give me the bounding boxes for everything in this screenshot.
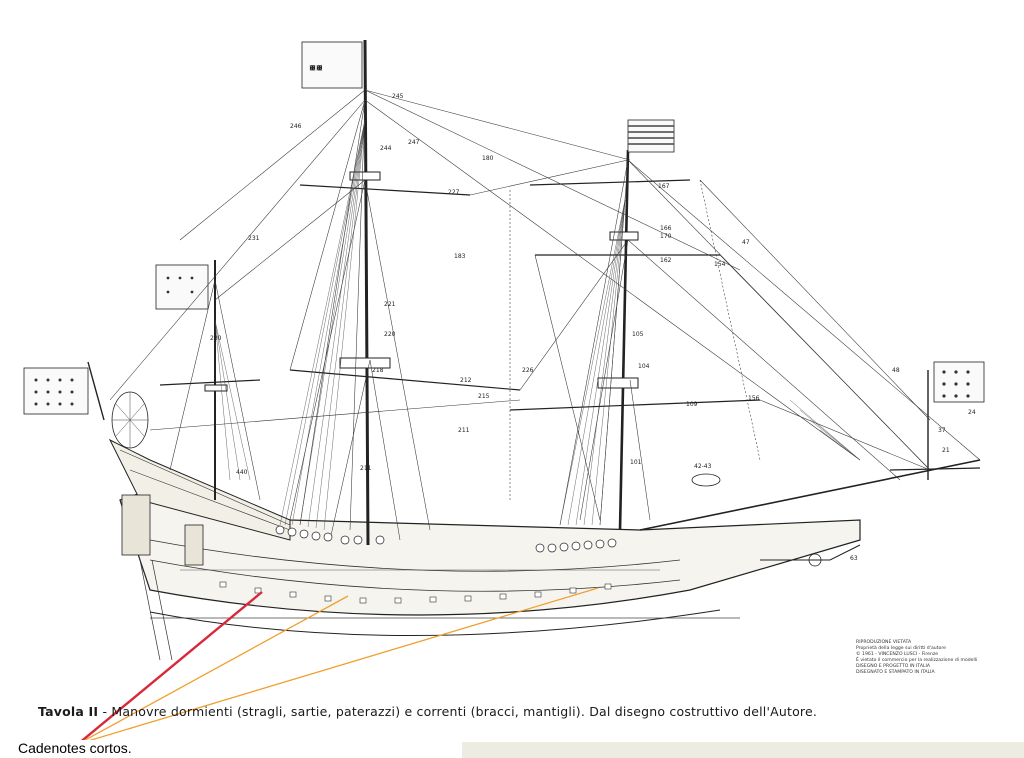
ship-hull bbox=[119, 489, 861, 616]
svg-text:47: 47 bbox=[742, 239, 750, 246]
svg-text:63: 63 bbox=[850, 555, 858, 562]
svg-text:167: 167 bbox=[658, 183, 670, 190]
mizzen-flag bbox=[155, 264, 209, 310]
svg-text:212: 212 bbox=[460, 377, 472, 384]
annotation-line-primary bbox=[80, 591, 263, 740]
svg-text:246: 246 bbox=[290, 123, 302, 130]
annotation-line-tertiary bbox=[89, 587, 599, 740]
svg-text:230: 230 bbox=[210, 335, 222, 342]
bow-flag bbox=[933, 361, 985, 403]
svg-text:211: 211 bbox=[458, 427, 470, 434]
stern-gallery bbox=[121, 494, 151, 556]
annotation-pointers bbox=[80, 587, 599, 740]
svg-text:170: 170 bbox=[660, 233, 672, 240]
svg-text:21: 21 bbox=[942, 447, 950, 454]
svg-text:48: 48 bbox=[892, 367, 900, 374]
svg-text:245: 245 bbox=[392, 93, 404, 100]
standing-rigging bbox=[109, 89, 981, 541]
svg-text:166: 166 bbox=[660, 225, 672, 232]
svg-text:218: 218 bbox=[372, 367, 384, 374]
svg-text:440: 440 bbox=[236, 469, 248, 476]
bow-head bbox=[760, 544, 861, 561]
svg-text:104: 104 bbox=[638, 363, 650, 370]
fore-mast bbox=[618, 149, 630, 531]
ship-rigging-drawing: ✠ ✠ bbox=[23, 39, 985, 740]
svg-text:37: 37 bbox=[938, 427, 946, 434]
svg-text:156: 156 bbox=[748, 395, 760, 402]
hull-bottom bbox=[149, 609, 721, 636]
caption-text: Manovre dormienti (stragli, sartie, pate… bbox=[111, 704, 818, 719]
gun-ports bbox=[219, 581, 612, 604]
svg-text:247: 247 bbox=[408, 139, 420, 146]
svg-text:220: 220 bbox=[384, 331, 396, 338]
svg-text:231: 231 bbox=[248, 235, 260, 242]
fore-top bbox=[597, 377, 639, 389]
rigging-labels: 245 246 244 247 231 227 221 220 218 215 … bbox=[210, 93, 976, 562]
main-mast-flag bbox=[301, 41, 363, 89]
annotation-label: Cadenotes cortos. bbox=[18, 740, 132, 756]
deadeyes bbox=[275, 525, 617, 553]
caption-separator: - bbox=[98, 704, 112, 719]
stern-flag bbox=[23, 367, 89, 415]
svg-text:183: 183 bbox=[454, 253, 466, 260]
bowsprit bbox=[639, 459, 981, 531]
svg-text:24: 24 bbox=[968, 409, 976, 416]
svg-text:154: 154 bbox=[714, 261, 726, 268]
copyright-credit: RIPRODUZIONE VIETATA Proprietà della leg… bbox=[856, 640, 978, 675]
main-mast bbox=[363, 39, 370, 546]
svg-text:244: 244 bbox=[380, 145, 392, 152]
svg-text:227: 227 bbox=[448, 189, 460, 196]
fore-flag-stripes bbox=[627, 119, 675, 153]
annotation-line-secondary bbox=[83, 595, 349, 740]
plate-number: Tavola II bbox=[38, 704, 99, 719]
svg-text:109: 109 bbox=[686, 401, 698, 408]
svg-text:221: 221 bbox=[384, 301, 396, 308]
stern-ladder bbox=[139, 559, 173, 661]
flags: ✠ ✠ bbox=[23, 41, 985, 421]
svg-text:42-43: 42-43 bbox=[694, 463, 712, 470]
svg-text:101: 101 bbox=[630, 459, 642, 466]
svg-text:215: 215 bbox=[478, 393, 490, 400]
svg-text:211: 211 bbox=[360, 465, 372, 472]
svg-text:180: 180 bbox=[482, 155, 494, 162]
main-top bbox=[339, 357, 391, 369]
svg-text:162: 162 bbox=[660, 257, 672, 264]
svg-text:226: 226 bbox=[522, 367, 534, 374]
plate-caption: Tavola II - Manovre dormienti (stragli, … bbox=[38, 704, 817, 719]
footer-bar bbox=[462, 742, 1024, 758]
yards bbox=[159, 179, 981, 471]
svg-text:✠ ✠: ✠ ✠ bbox=[310, 65, 322, 72]
svg-text:105: 105 bbox=[632, 331, 644, 338]
